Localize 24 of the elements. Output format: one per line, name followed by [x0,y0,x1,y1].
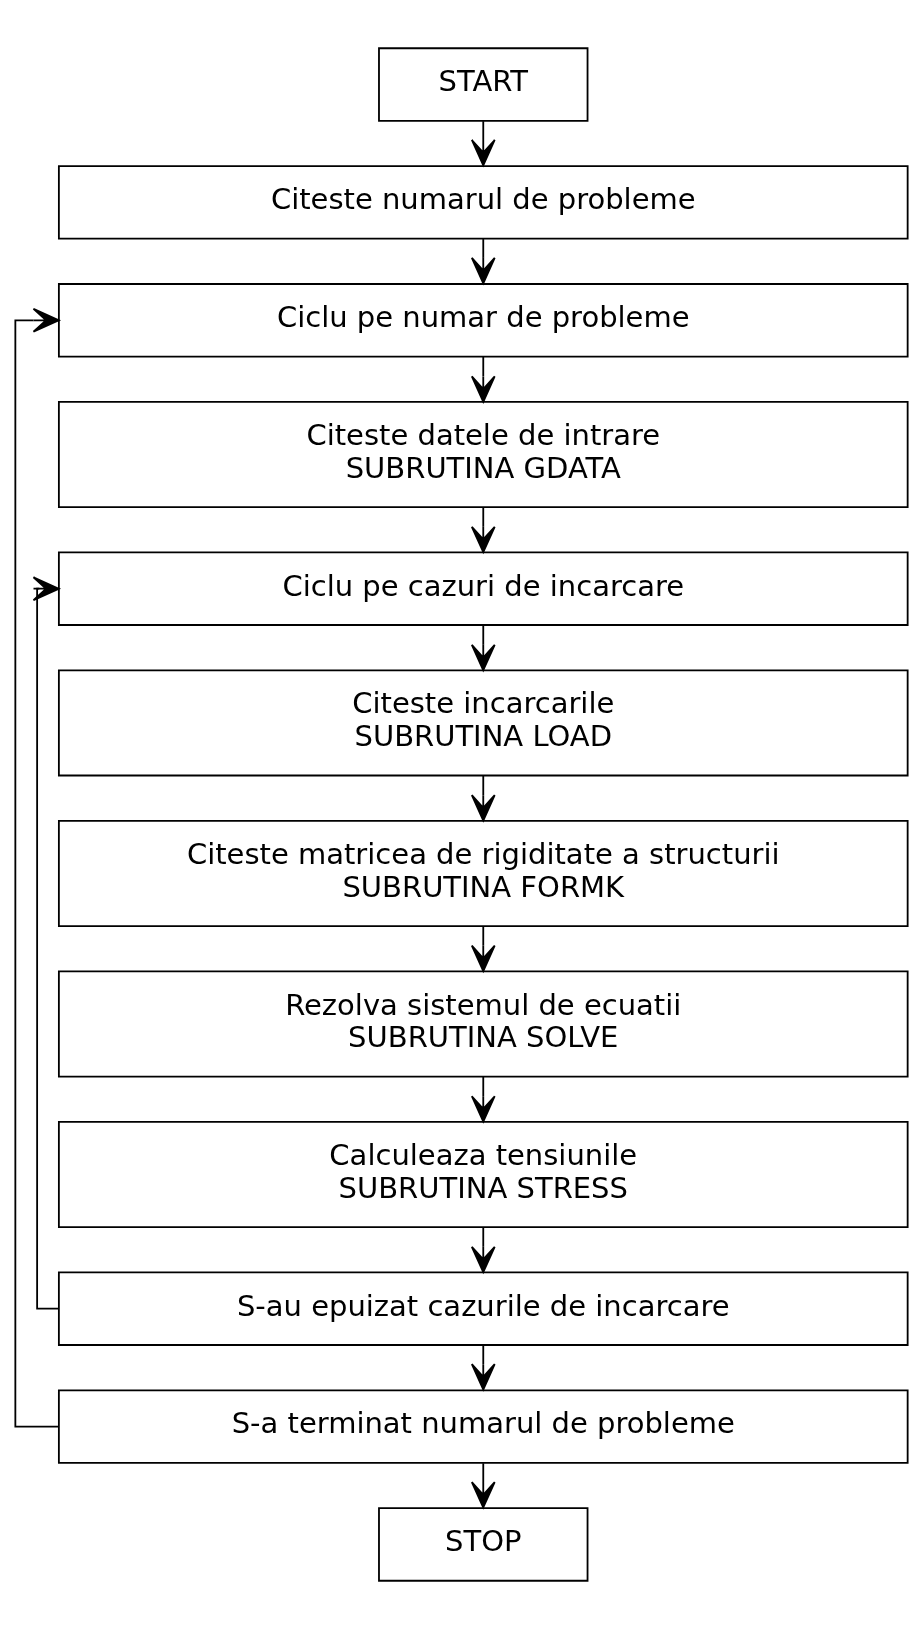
arrow [470,1344,496,1391]
arrow [470,774,496,822]
arrow [470,925,496,972]
node-box: Calculeaza tensiunile SUBRUTINA STRESS [57,1121,909,1228]
node-box: Citeste numarul de probleme [57,165,909,240]
arrow [470,1075,496,1123]
node-box: Rezolva sistemul de ecuatii SUBRUTINA SOLVE [57,970,909,1078]
arrow [470,120,496,167]
node-box: START [378,47,589,122]
node-box: S-a terminat numarul de probleme [57,1389,909,1464]
arrow [470,1462,496,1509]
node-box: Citeste datele de intrare SUBRUTINA GDATA [57,401,909,508]
arrow [470,238,496,285]
node-box: S-au epuizat cazurile de incarcare [57,1271,909,1346]
arrow [470,1226,496,1274]
arrow [470,624,496,672]
arrow [470,506,496,554]
node-box: Citeste incarcarile SUBRUTINA LOAD [57,669,909,777]
node-box: STOP [378,1507,589,1582]
node-box: Ciclu pe numar de probleme [57,283,909,358]
arrow [470,356,496,403]
arrow [14,307,60,1428]
node-box: Ciclu pe cazuri de incarcare [57,551,909,626]
node-box: Citeste matricea de rigiditate a structurii SUBRUTINA FORMK [57,819,909,927]
